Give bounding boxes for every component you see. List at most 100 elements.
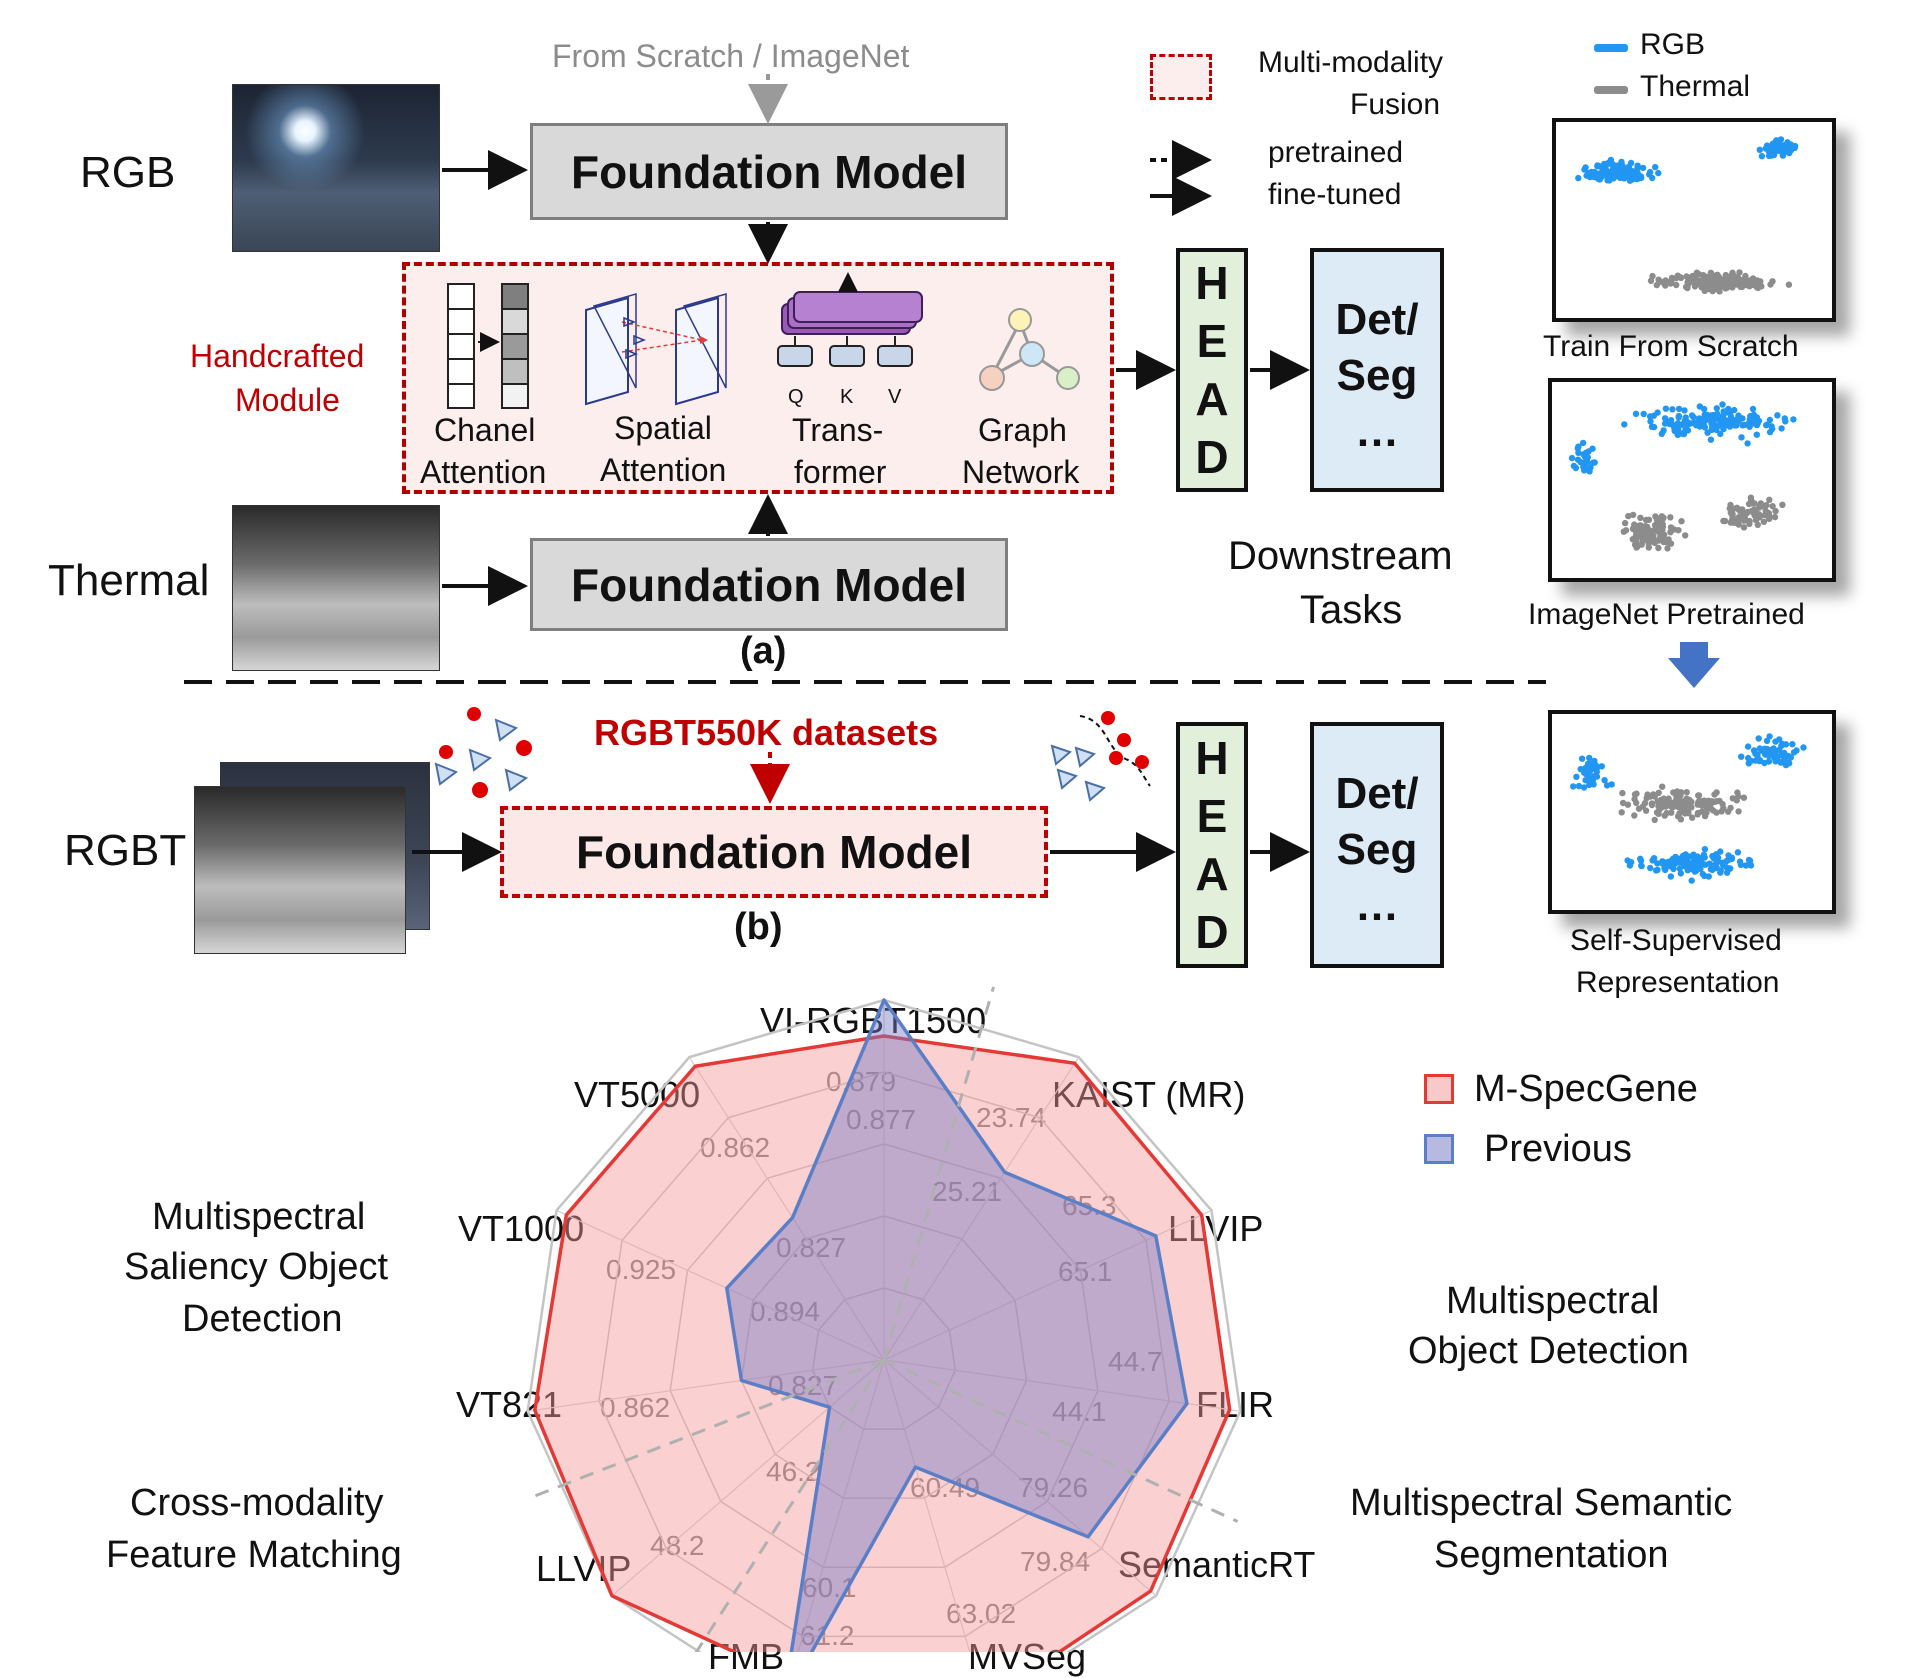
scatter-point-rgb [1712, 416, 1719, 423]
scatter-point-thermal [1699, 279, 1707, 287]
head-letter: E [1196, 790, 1228, 842]
scatter-point-thermal [1673, 281, 1680, 289]
foundation-model-top: Foundation Model [530, 123, 1008, 220]
radar-value-label: 0.894 [750, 1296, 820, 1328]
transformer-v-label: V [888, 386, 902, 408]
head-letter: A [1195, 373, 1229, 425]
scatter-point-thermal [1664, 545, 1671, 552]
radar-axis-label: VT5000 [574, 1074, 701, 1115]
scatter-point-thermal [1649, 272, 1656, 280]
task-line: Seg [1336, 825, 1418, 874]
scatter-point-thermal [1763, 509, 1770, 516]
scatter-point-thermal [1729, 284, 1736, 291]
scatter-point-thermal [1668, 809, 1675, 816]
scatter-point-thermal [1633, 790, 1640, 797]
head-letter: H [1195, 257, 1229, 309]
scatter-point-rgb [1625, 163, 1633, 170]
radar-axis-label: LLVIP [536, 1548, 632, 1589]
foundation-model-pretrained: Foundation Model [500, 806, 1048, 898]
scatter-point-thermal [1716, 275, 1724, 283]
scatter-point-rgb [1647, 418, 1654, 425]
scatter-point-thermal [1642, 516, 1650, 524]
task-line: Seg [1336, 351, 1418, 400]
group-label: Multispectral Semantic [1350, 1482, 1733, 1524]
scatter-point-rgb [1746, 423, 1753, 430]
radar-group-divider [883, 1358, 1239, 1523]
scatter-point-rgb [1742, 862, 1750, 869]
radar-grid-ring [598, 1071, 1170, 1638]
scatter-point-thermal [1750, 506, 1758, 513]
module-1-label-2: Attention [420, 454, 547, 490]
scatter-point-rgb [1754, 751, 1761, 758]
scatter-point-thermal [1740, 794, 1748, 801]
scatter-point-thermal [1706, 801, 1713, 808]
scatter-plot-scratch [1575, 136, 1799, 295]
scatter-point-thermal [1685, 280, 1692, 288]
scatter-point-rgb [1774, 412, 1781, 419]
group-label: Multispectral [152, 1196, 366, 1238]
scatter-point-thermal [1661, 812, 1668, 819]
scatter-point-thermal [1736, 269, 1743, 276]
scatter-point-rgb [1723, 869, 1731, 876]
scatter-point-rgb [1717, 416, 1724, 423]
group-label: Feature Matching [106, 1534, 402, 1576]
scatter-point-thermal [1671, 802, 1679, 810]
scatter-point-thermal [1629, 511, 1637, 519]
scatter-point-rgb [1736, 858, 1744, 865]
scatter-point-rgb [1713, 851, 1720, 858]
radar-axis-label: KAIST (MR) [1052, 1074, 1246, 1115]
scatter-point-thermal [1635, 805, 1643, 812]
scatter-point-rgb [1697, 858, 1705, 866]
dataset-label: RGBT550K datasets [594, 712, 939, 753]
radar-value-label: 63.02 [946, 1598, 1016, 1630]
scatter-point-thermal [1677, 816, 1685, 823]
scatter-point-rgb [1626, 862, 1634, 869]
transformer-q-label: Q [788, 386, 804, 408]
scatter-point-rgb [1725, 852, 1732, 859]
scatter-point-thermal [1760, 518, 1768, 525]
scatter-point-rgb [1601, 777, 1608, 784]
scatter-point-thermal [1682, 532, 1689, 539]
scatter-point-rgb [1575, 782, 1583, 790]
module-4-label-1: Graph [978, 412, 1067, 448]
scatter-point-rgb [1586, 754, 1593, 762]
scatter-point-rgb [1732, 422, 1739, 429]
scatter-point-thermal [1621, 519, 1629, 527]
scatter-point-thermal [1730, 519, 1737, 526]
scatter-point-thermal [1727, 501, 1734, 509]
scatter-point-rgb [1674, 855, 1681, 862]
down-arrow-icon [1668, 658, 1720, 688]
transformer-icon [777, 272, 923, 367]
scatter-point-rgb [1717, 867, 1724, 874]
radar-series-previous [725, 998, 1189, 1652]
scatter-point-rgb [1701, 424, 1709, 431]
scatter-point-rgb [1660, 427, 1667, 434]
radar-spoke [556, 1209, 885, 1361]
radar-grid-ring [811, 1287, 957, 1430]
scatter-point-rgb [1700, 851, 1708, 859]
scatter-point-rgb [1716, 421, 1723, 428]
scatter-point-thermal [1673, 274, 1680, 282]
scatter-plot-selfsup [1570, 733, 1807, 884]
scatter-point-rgb [1766, 428, 1774, 436]
scatter-point-thermal [1625, 512, 1632, 520]
scatter-point-rgb [1770, 145, 1777, 152]
scatter-point-rgb [1776, 736, 1783, 743]
scatter-point-rgb [1699, 870, 1706, 878]
scatter-caption-scratch: Train From Scratch [1543, 330, 1799, 363]
task-box-bottom: Det/ Seg … [1310, 722, 1444, 968]
scatter-point-thermal [1667, 280, 1674, 287]
radar-value-label: 65.1 [1058, 1256, 1113, 1288]
scatter-panel-scratch [1552, 118, 1836, 322]
thermal-label: Thermal [48, 556, 210, 605]
scatter-point-rgb [1683, 425, 1690, 432]
scatter-point-rgb [1744, 440, 1751, 447]
scatter-point-rgb [1738, 434, 1745, 441]
scatter-point-rgb [1688, 877, 1695, 884]
radar-value-label: 44.1 [1052, 1396, 1107, 1428]
scatter-panel-selfsup [1548, 710, 1836, 914]
transformer-k-label: K [840, 386, 854, 408]
scatter-point-rgb [1717, 430, 1724, 438]
scatter-point-thermal [1639, 531, 1646, 538]
